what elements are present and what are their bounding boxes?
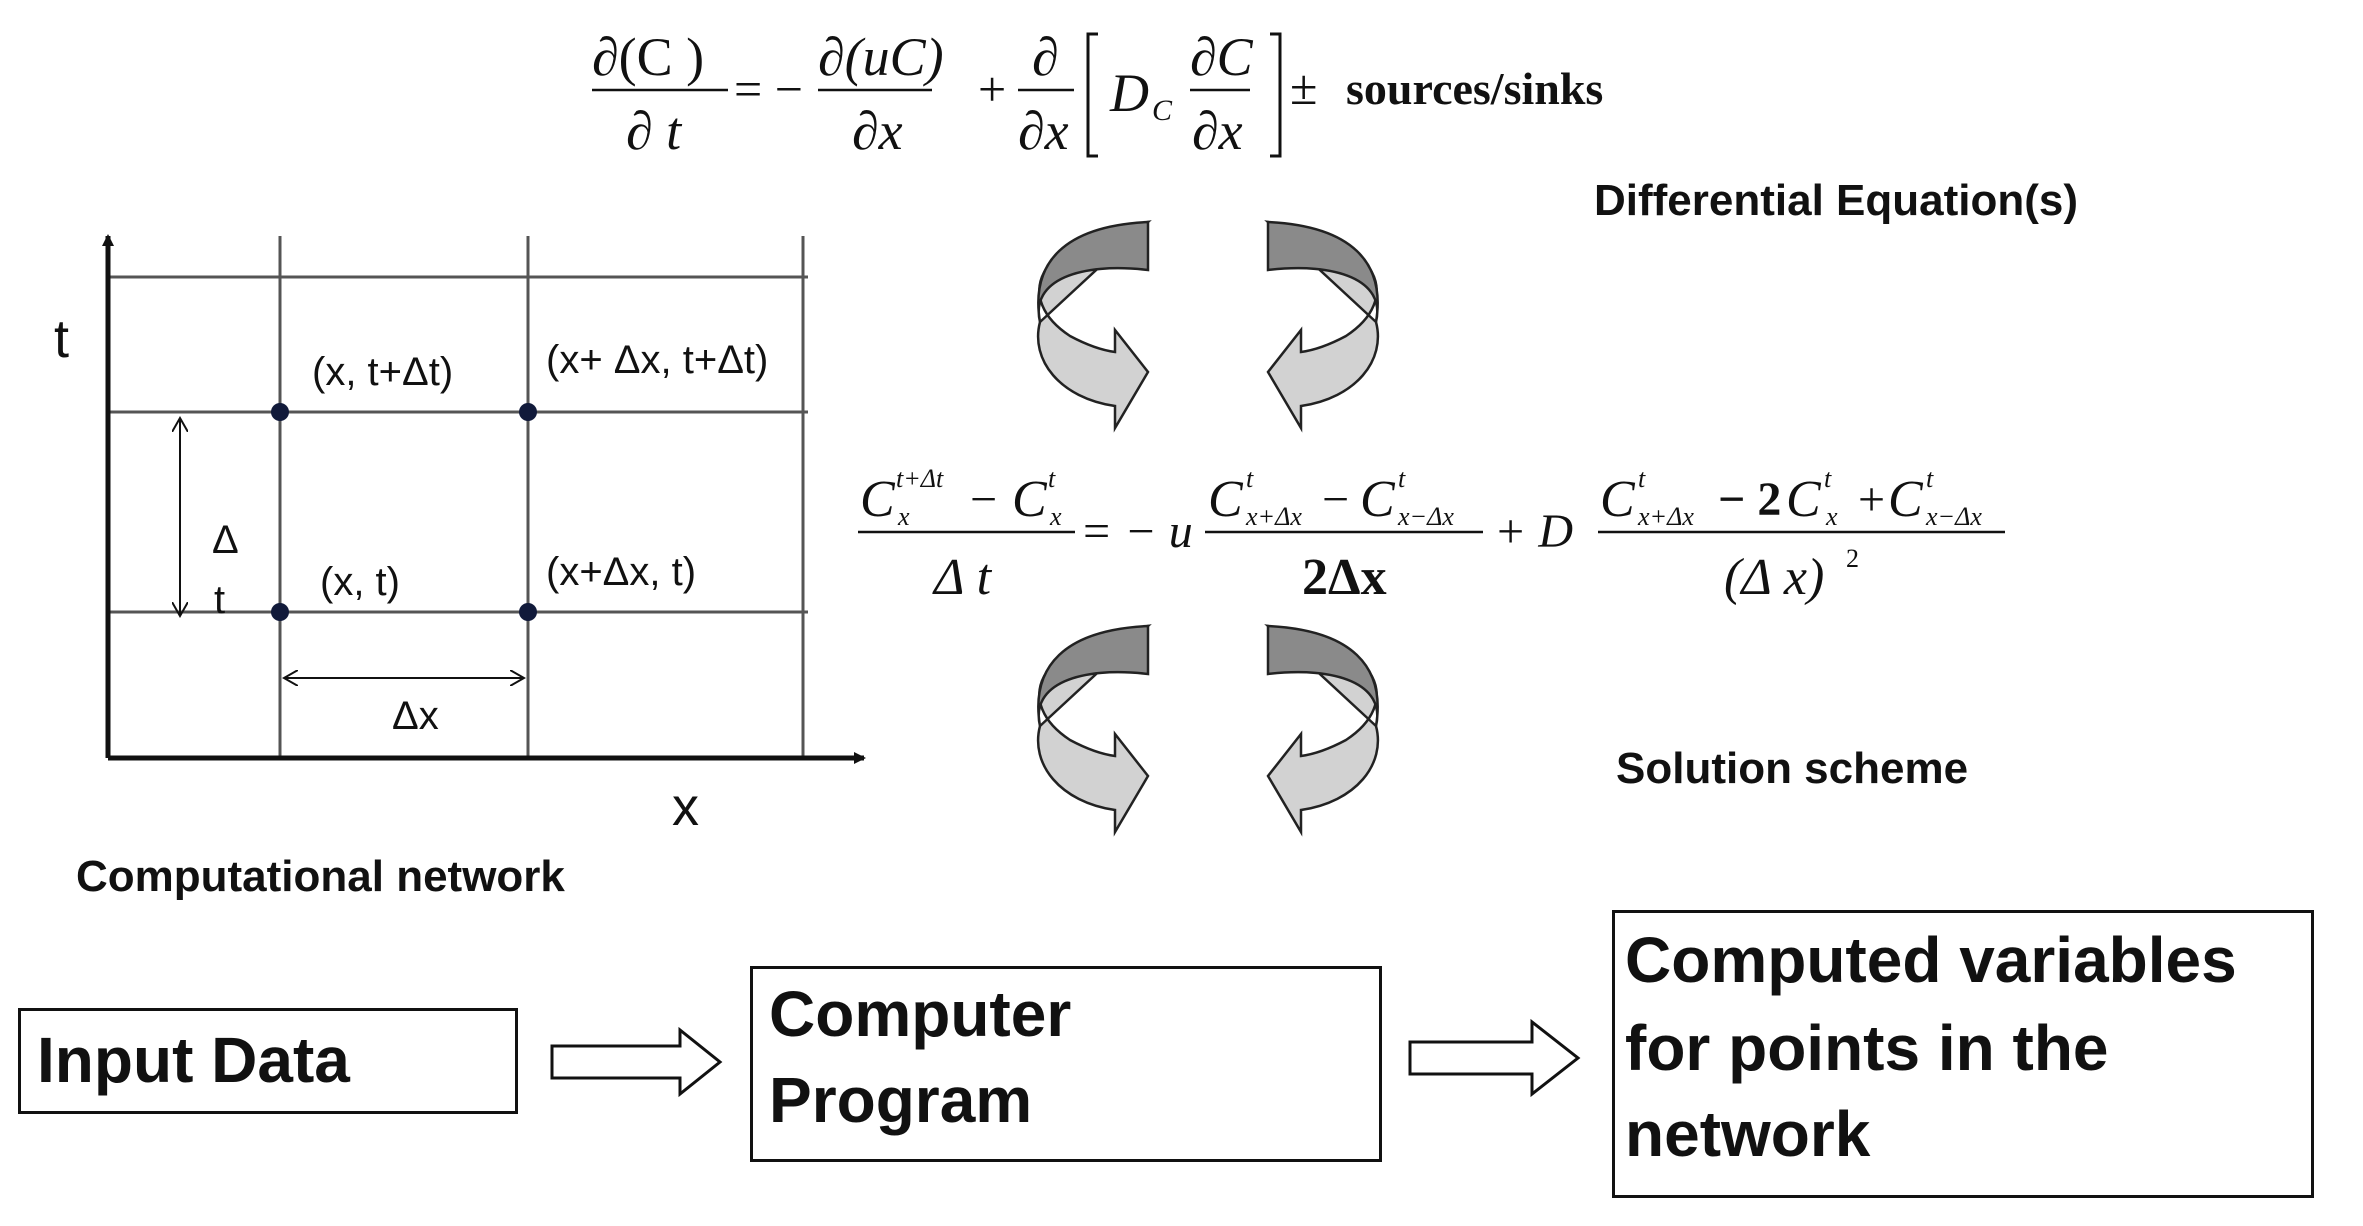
- eq2-adv-c1-sup: t: [1246, 464, 1254, 493]
- eq2-adv-c2-sub: x−Δx: [1398, 502, 1454, 531]
- cycle-arrows-upper: [1037, 220, 1379, 433]
- eq1-inner-denominator: ∂x: [1192, 101, 1243, 161]
- computed-variables-line1: Computed variables: [1625, 924, 2237, 996]
- eq2-dif-c2: C: [1786, 471, 1821, 528]
- eq2-lhs-c2: C: [1012, 471, 1047, 528]
- node-x-tdt: [271, 403, 289, 421]
- arrow-input-to-program: [550, 1026, 723, 1098]
- eq2-dif-c2-sup: t: [1824, 464, 1832, 493]
- input-data-label: Input Data: [37, 1024, 350, 1096]
- input-data-box: Input Data: [18, 1008, 518, 1114]
- eq1-lhs-denominator: ∂ t: [626, 101, 682, 161]
- curved-arrow-lower-left: [1037, 624, 1152, 837]
- node-label-xdx-t: (x+Δx, t): [546, 550, 697, 594]
- t-axis-label: t: [54, 309, 70, 369]
- eq2-adv-denominator: 2Δx: [1302, 549, 1387, 606]
- node-label-xdx-tdt: (x+ Δx, t+Δt): [546, 338, 769, 382]
- eq2-equals-minus-u: = − u: [1080, 505, 1193, 558]
- label-solution-scheme: Solution scheme: [1616, 744, 1969, 793]
- computed-variables-line3: network: [1625, 1098, 1871, 1170]
- eq2-dif-denominator-sup: 2: [1846, 544, 1859, 573]
- computational-grid: [108, 236, 808, 758]
- eq1-sources-sinks: sources/sinks: [1346, 63, 1604, 114]
- eq2-lhs-denominator: Δ t: [934, 549, 992, 606]
- label-differential-equations: Differential Equation(s): [1594, 176, 2079, 225]
- eq2-dif-c2-sub: x: [1826, 502, 1838, 531]
- eq1-plus-minus: ±: [1290, 59, 1318, 115]
- eq2-dif-c3: C: [1888, 471, 1923, 528]
- eq1-left-bracket: [1086, 32, 1098, 158]
- eq1-diffusion-coefficient-sub: C: [1152, 94, 1173, 127]
- eq1-right-bracket: [1270, 32, 1282, 158]
- x-axis-label: x: [672, 777, 699, 837]
- eq1-plus: +: [978, 61, 1007, 117]
- eq2-adv-c1: C: [1208, 471, 1243, 528]
- computer-program-box: Computer Program: [750, 966, 1382, 1162]
- eq2-adv-c2-sup: t: [1398, 464, 1406, 493]
- computed-variables-line2: for points in the: [1625, 1012, 2109, 1084]
- computer-program-line2: Program: [769, 1064, 1033, 1136]
- curved-arrow-upper-left: [1037, 220, 1152, 433]
- computed-variables-box: Computed variables for points in the net…: [1612, 910, 2314, 1198]
- eq1-advection-numerator: ∂(uC): [818, 27, 944, 87]
- arrow-program-to-output: [1408, 1018, 1581, 1098]
- eq1-inner-numerator: ∂C: [1190, 27, 1253, 87]
- caption-computational-network: Computational network: [76, 852, 565, 901]
- eq2-plus-d: + D: [1494, 505, 1574, 558]
- dt-label-t: t: [214, 578, 226, 622]
- eq1-lhs-numerator: ∂(C ): [592, 27, 705, 87]
- eq2-adv-c1-sub: x+Δx: [1246, 502, 1302, 531]
- curved-arrow-lower-right: [1264, 624, 1379, 837]
- eq1-advection-denominator: ∂x: [852, 101, 903, 161]
- computer-program-line1: Computer: [769, 978, 1072, 1050]
- eq1-outer-partial: ∂: [1032, 27, 1059, 87]
- node-label-x-tdt: (x, t+Δt): [312, 350, 454, 394]
- eq2-dif-minus-2: − 2: [1718, 473, 1782, 526]
- eq2-adv-c2: C: [1360, 471, 1395, 528]
- node-xdx-t: [519, 603, 537, 621]
- eq2-dif-c3-sup: t: [1926, 464, 1934, 493]
- eq2-adv-minus: −: [1322, 473, 1350, 526]
- eq2-lhs-c2-sup: t: [1048, 464, 1056, 493]
- eq2-lhs-minus: −: [970, 473, 998, 526]
- eq1-diffusion-coefficient: D: [1110, 63, 1149, 123]
- eq2-dif-plus: +: [1858, 473, 1886, 526]
- node-label-x-t: (x, t): [320, 560, 400, 604]
- eq2-dif-c1: C: [1600, 471, 1635, 528]
- cycle-arrows-lower: [1037, 624, 1379, 837]
- dt-label-delta: Δ: [212, 518, 239, 562]
- eq2-dif-c3-sub: x−Δx: [1926, 502, 1982, 531]
- eq2-lhs-c1-sup: t+Δt: [896, 464, 944, 493]
- curved-arrow-upper-right: [1264, 220, 1379, 433]
- node-xdx-tdt: [519, 403, 537, 421]
- eq1-outer-partial-x: ∂x: [1018, 101, 1069, 161]
- eq2-lhs-c1-sub: x: [898, 502, 910, 531]
- eq2-dif-c1-sup: t: [1638, 464, 1646, 493]
- eq2-dif-c1-sub: x+Δx: [1638, 502, 1694, 531]
- node-x-t: [271, 603, 289, 621]
- eq1-equals-minus: = −: [734, 61, 803, 117]
- eq2-dif-denominator: (Δ x): [1724, 549, 1825, 606]
- eq2-lhs-c2-sub: x: [1050, 502, 1062, 531]
- eq2-lhs-c1: C: [860, 471, 895, 528]
- dx-label: Δx: [392, 694, 439, 738]
